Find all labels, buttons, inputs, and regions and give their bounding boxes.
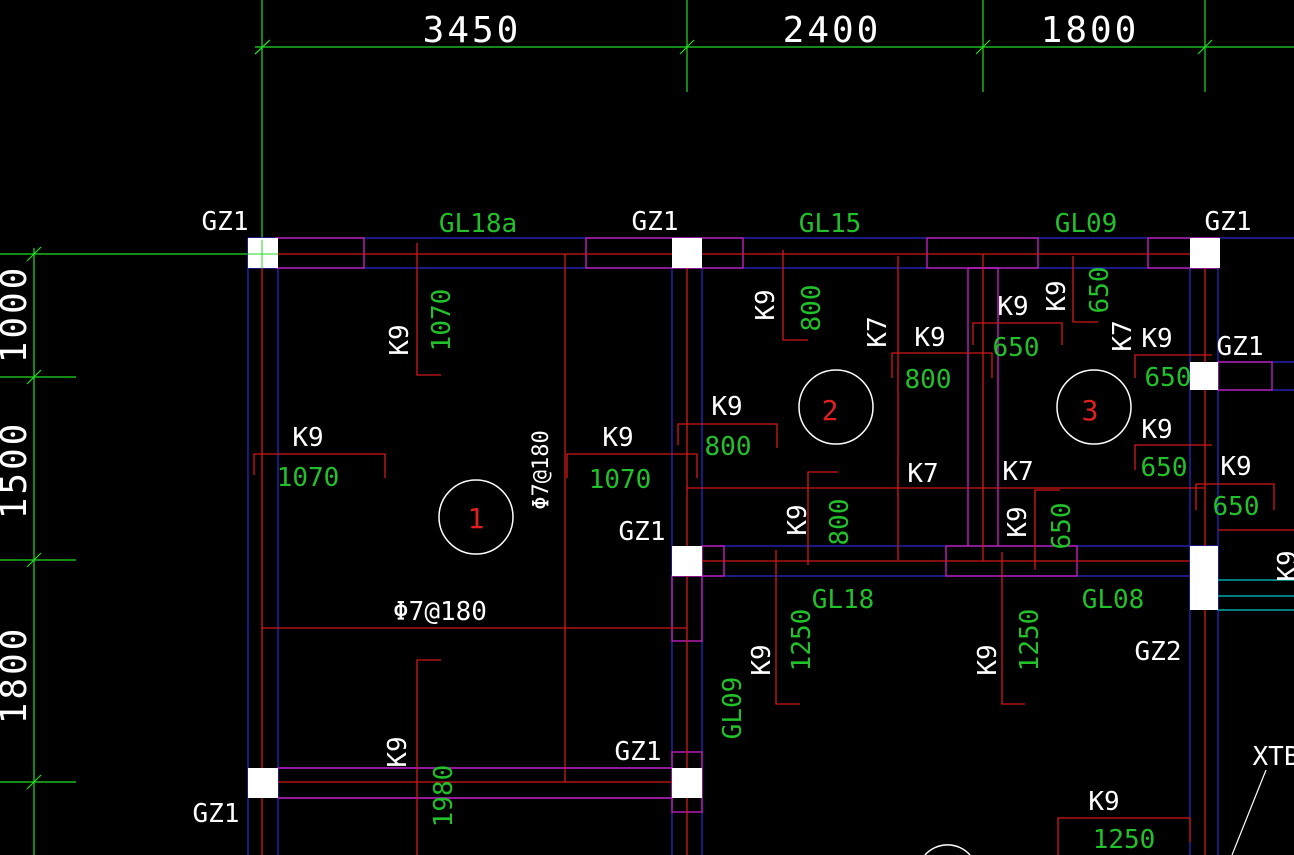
dim-1500: 1500 (0, 421, 35, 520)
rebar-length-800: 800 (705, 432, 752, 462)
rebar-k9-label: K9 (385, 324, 415, 355)
xtb-label: XTB (1253, 742, 1294, 772)
rebar-length-800: 800 (825, 499, 855, 546)
rebar-spacing-horizontal: Φ7@180 (393, 597, 487, 627)
rebar-lines (253, 243, 1294, 855)
rebar-length-1250: 1250 (1093, 825, 1156, 855)
rebar-k7-label: K7 (863, 316, 893, 347)
column-label-gz1-mid: GZ1 (619, 517, 666, 547)
rebar-k7-label: K7 (907, 459, 938, 489)
rebar-length-1250: 1250 (787, 609, 817, 672)
room-circle-1 (438, 479, 514, 555)
rebar-length-labels: 1070 1070 1070 1980 800 800 800 800 1250… (277, 267, 1260, 855)
column-label-gz1-right: GZ1 (1217, 332, 1264, 362)
column-label-gz1-lower: GZ1 (615, 737, 662, 767)
rebar-k9-label: K9 (997, 292, 1028, 322)
rebar-k9-label: K9 (1141, 324, 1172, 354)
column-crosshairs (248, 240, 278, 268)
column-label-gz1-top-right: GZ1 (1205, 207, 1252, 237)
rebar-length-1250: 1250 (1015, 609, 1045, 672)
column-squares (248, 238, 1220, 798)
rebar-length-650: 650 (1145, 363, 1192, 393)
rebar-k9-label: K9 (751, 289, 781, 320)
rebar-length-650: 650 (1047, 503, 1077, 550)
rebar-k9-partial-label: K9 (1273, 550, 1294, 581)
rebar-k9-label: K9 (383, 736, 413, 767)
dim-2400: 2400 (783, 10, 882, 51)
rebar-k9-label: K9 (1141, 415, 1172, 445)
rebar-length-650: 650 (1085, 267, 1115, 314)
rebar-k9-label: K9 (711, 392, 742, 422)
rebar-k7-label: K7 (1002, 457, 1033, 487)
rebar-length-650: 650 (1213, 492, 1260, 522)
rebar-k9-label: K9 (292, 423, 323, 453)
beam-label-gl18: GL18 (812, 585, 875, 615)
rebar-length-650: 650 (1141, 453, 1188, 483)
rebar-k7-label: K7 (1108, 320, 1138, 351)
rebar-k9-label: K9 (914, 323, 945, 353)
beam-label-gl15: GL15 (799, 209, 862, 239)
leader-line (1231, 769, 1267, 855)
room-number-3: 3 (1082, 394, 1099, 427)
column-label-gz2: GZ2 (1135, 637, 1182, 667)
rebar-k9-label: K9 (1088, 787, 1119, 817)
column-label-gz1-top-left: GZ1 (202, 207, 249, 237)
column-label-gz1-top-mid: GZ1 (632, 207, 679, 237)
beam-label-gl09-vertical: GL09 (718, 677, 748, 740)
extra-lines (1218, 579, 1294, 611)
rebar-k9-label: K9 (1003, 506, 1033, 537)
rebar-k9-label: K9 (1042, 280, 1072, 311)
rebar-length-800: 800 (905, 365, 952, 395)
rebar-length-800: 800 (797, 285, 827, 332)
dim-1800-left: 1800 (0, 626, 35, 725)
room-number-1: 1 (468, 502, 485, 535)
beam-label-gl18a: GL18a (439, 209, 517, 239)
beam-label-gl09-top: GL09 (1055, 209, 1118, 239)
rebar-length-650: 650 (993, 333, 1040, 363)
room-number-2: 2 (822, 394, 839, 427)
rebar-length-1980: 1980 (429, 765, 459, 828)
rebar-spacing-vertical: Φ7@180 (529, 430, 554, 509)
beam-label-gl08: GL08 (1082, 585, 1145, 615)
rebar-length-1070: 1070 (277, 463, 340, 493)
dim-3450: 3450 (423, 10, 522, 51)
rebar-k9-label: K9 (602, 423, 633, 453)
column-label-gz1-bottom-left: GZ1 (193, 799, 240, 829)
rebar-k9-label: K9 (973, 644, 1003, 675)
rebar-length-1070: 1070 (589, 465, 652, 495)
rebar-k-labels: K9 K9 K9 K9 K9 K9 K7 K9 K7 K9 K9 K9 K9 K… (292, 280, 1294, 817)
rebar-k9-label: K9 (747, 644, 777, 675)
rebar-k9-label: K9 (1220, 452, 1251, 482)
dim-1000: 1000 (0, 265, 35, 364)
room-circle-2 (798, 369, 874, 445)
room-circle-partial (924, 844, 971, 855)
rebar-k9-label: K9 (783, 504, 813, 535)
room-circle-3 (1056, 369, 1132, 445)
rebar-length-1070: 1070 (427, 289, 457, 352)
dim-1800: 1800 (1041, 10, 1140, 51)
